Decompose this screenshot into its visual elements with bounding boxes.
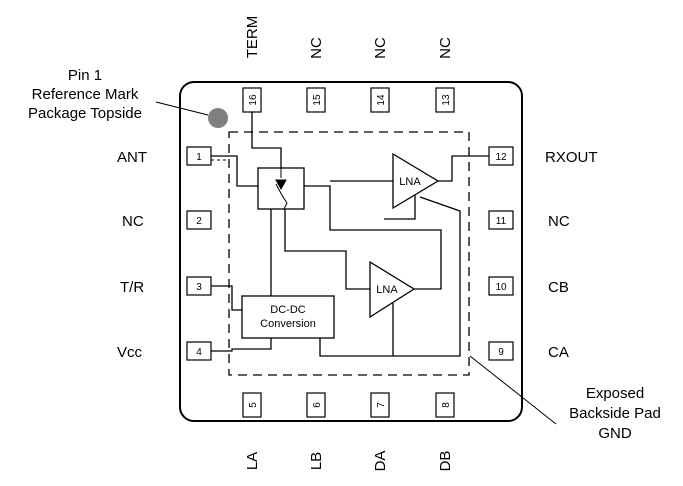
pin-12-number: 12 [495, 152, 507, 163]
pin-8-number: 8 [441, 402, 452, 408]
pin-14-pad [370, 87, 390, 113]
package-outline [179, 81, 523, 422]
pin-15-label: NC [308, 37, 325, 59]
pin-14-label: NC [372, 37, 389, 59]
pin-15: 15 [306, 87, 326, 113]
pin-2: 2 [186, 210, 212, 230]
pin-10-pad [488, 276, 514, 296]
dcdc-label-line2: Conversion [260, 318, 316, 330]
pin-9-number: 9 [498, 347, 504, 358]
pin-1-number: 1 [196, 152, 202, 163]
pin-7-label: DA [372, 451, 389, 472]
pin-10: 10 [488, 276, 514, 296]
lna-bottom-label: LNA [376, 284, 398, 296]
pin-11-label: NC [548, 213, 570, 230]
pin-14-number: 14 [376, 94, 387, 106]
pin-6-number: 6 [312, 402, 323, 408]
pin-11-pad [488, 210, 514, 230]
lna-top-label: LNA [399, 176, 421, 188]
pin-14: 14 [370, 87, 390, 113]
exposed-pad-note-line1: Exposed [586, 385, 644, 402]
pin-5-pad [242, 392, 262, 418]
pin-3: 3 [186, 276, 212, 296]
pin-5-number: 5 [248, 402, 259, 408]
pin-1-label: ANT [117, 149, 147, 166]
internal-wiring [211, 112, 489, 357]
pin1-note-line2: Reference Mark [32, 86, 139, 103]
pin-16-label: TERM [244, 16, 261, 59]
pin-6: 6 [306, 392, 326, 418]
pin-1: 1 [186, 146, 212, 166]
pin-3-label: T/R [120, 279, 144, 296]
dcdc-converter-block [241, 295, 335, 339]
pin-16-number: 16 [248, 94, 259, 106]
pin-4: 4 [186, 341, 212, 361]
pin-5-label: LA [244, 452, 261, 470]
pin-7-pad [370, 392, 390, 418]
pin-13-pad [435, 87, 455, 113]
pin-4-label: Vcc [117, 344, 143, 361]
pin-13: 13 [435, 87, 455, 113]
pin-2-pad [186, 210, 212, 230]
pin-9-label: CA [548, 344, 569, 361]
pin-13-number: 13 [441, 94, 452, 106]
pin-7: 7 [370, 392, 390, 418]
pin-9: 9 [488, 341, 514, 361]
pin-15-number: 15 [312, 94, 323, 106]
pin1-note-line1: Pin 1 [68, 67, 102, 84]
pin1-note-line3: Package Topside [28, 105, 142, 122]
pin-9-pad [488, 341, 514, 361]
pin-12-label: RXOUT [545, 149, 598, 166]
pin-3-number: 3 [196, 282, 202, 293]
pin-16: 16 [242, 87, 262, 113]
pin-6-pad [306, 392, 326, 418]
pin-13-label: NC [437, 37, 454, 59]
pin-11: 11 [488, 210, 514, 230]
pin-2-number: 2 [196, 216, 202, 227]
pin1-reference-dot [208, 108, 228, 128]
pin-2-label: NC [122, 213, 144, 230]
pin-5: 5 [242, 392, 262, 418]
pin-12: 12 [488, 146, 514, 166]
pin-4-number: 4 [196, 347, 202, 358]
pin-10-label: CB [548, 279, 569, 296]
exposed-pad-leader-line [469, 355, 557, 425]
pin1-leader-line [155, 101, 209, 116]
exposed-pad-outline [228, 131, 470, 376]
pin-11-number: 11 [496, 216, 507, 227]
pin-10-number: 10 [495, 282, 507, 293]
pin-15-pad [306, 87, 326, 113]
pin-8-pad [435, 392, 455, 418]
pin-8: 8 [435, 392, 455, 418]
dcdc-label-line1: DC-DC [270, 304, 305, 316]
pin-8-label: DB [437, 451, 454, 472]
pin-7-number: 7 [376, 402, 387, 408]
exposed-pad-note-line2: Backside Pad [569, 405, 661, 422]
switch-symbol [275, 168, 288, 210]
exposed-pad-note-line3: GND [598, 425, 632, 442]
pin-6-label: LB [308, 452, 325, 470]
